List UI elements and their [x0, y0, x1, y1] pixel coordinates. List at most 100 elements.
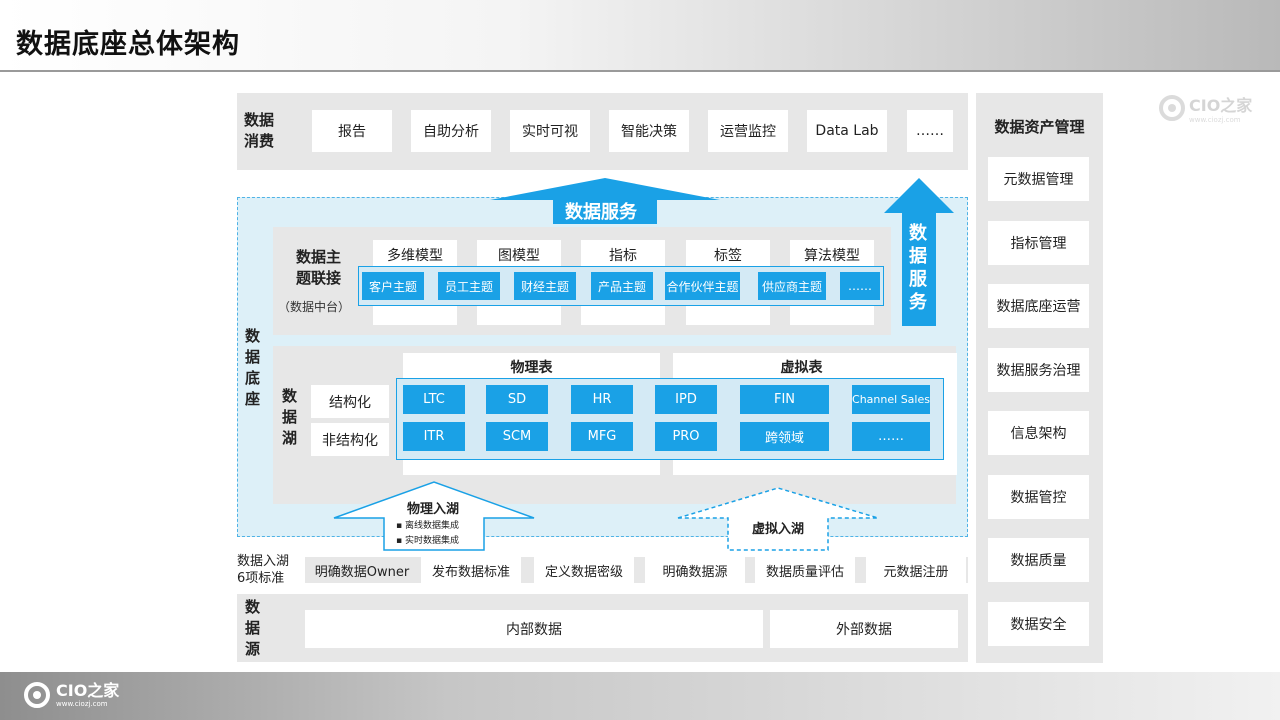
consumption-item: 自助分析	[411, 110, 491, 152]
platform-label-char: 据	[245, 348, 261, 366]
service-char: 服	[909, 269, 927, 290]
topic-label-line1: 数据主	[296, 248, 342, 266]
source-label-char: 源	[245, 640, 261, 658]
cio-logo-icon	[1159, 95, 1185, 121]
lake-domain-chip: IPD	[655, 385, 717, 414]
virtual-table-header: 虚拟表	[780, 360, 823, 376]
standard-item: 发布数据标准	[421, 557, 521, 583]
standard-item: 明确数据源	[645, 557, 745, 583]
consumption-item: 实时可视	[510, 110, 590, 152]
service-char: 务	[909, 292, 927, 313]
unstructured-row-label: 非结构化	[311, 423, 389, 456]
platform-label-char: 数	[245, 327, 261, 345]
lake-label-char: 据	[282, 408, 298, 426]
topic-label: 数据主 题联接	[296, 247, 341, 289]
data-service-arrow-horizontal	[490, 178, 720, 224]
asset-item: 数据服务治理	[988, 348, 1089, 392]
lake-domain-chip: SD	[486, 385, 548, 414]
consumption-item: Data Lab	[807, 110, 887, 152]
lake-domain-chip: FIN	[740, 385, 829, 414]
model-label: 指标	[609, 248, 637, 264]
lake-domain-chip: PRO	[655, 422, 717, 451]
subject-chip: ……	[840, 272, 880, 300]
asset-item: 数据质量	[988, 538, 1089, 582]
lake-domain-chip: Channel Sales	[852, 385, 930, 414]
consumption-item: ……	[907, 110, 953, 152]
standards-label: 数据入湖 6项标准	[237, 553, 289, 587]
platform-label: 数 据 底 座	[245, 326, 260, 410]
consumption-label-line1: 数据	[244, 111, 275, 129]
source-label-char: 据	[245, 619, 261, 637]
watermark-url: www.ciozj.com	[1189, 116, 1241, 124]
asset-item: 数据底座运营	[988, 284, 1089, 328]
asset-item: 数据管控	[988, 475, 1089, 519]
model-label: 图模型	[498, 248, 540, 264]
asset-item: 信息架构	[988, 411, 1089, 455]
standard-item: 数据质量评估	[755, 557, 855, 583]
external-data-box: 外部数据	[770, 610, 958, 648]
model-label: 算法模型	[804, 248, 860, 264]
platform-label-char: 底	[245, 369, 261, 387]
lake-label-char: 湖	[282, 429, 298, 447]
standard-item: 元数据注册	[866, 557, 966, 583]
footer-logo-url: www.ciozj.com	[56, 700, 108, 708]
virtual-ingest-label: 虚拟入湖	[751, 522, 804, 537]
lake-label-char: 数	[282, 387, 298, 405]
subject-chip: 客户主题	[362, 272, 424, 300]
footer-bar	[0, 672, 1280, 720]
consumption-item: 报告	[312, 110, 392, 152]
model-label: 标签	[714, 248, 742, 264]
physical-ingest-label: 物理入湖	[406, 502, 459, 517]
title-bar	[0, 0, 1280, 72]
subject-chip: 产品主题	[591, 272, 653, 300]
consumption-item: 智能决策	[609, 110, 689, 152]
lake-domain-chip: HR	[571, 385, 633, 414]
physical-ingest-item: ▪ 实时数据集成	[396, 536, 459, 546]
subject-chip: 员工主题	[438, 272, 500, 300]
watermark-text: CIO之家	[1189, 96, 1253, 115]
topic-sublabel: （数据中台）	[278, 300, 351, 314]
standard-item: 明确数据Owner	[314, 564, 410, 580]
footer-cio-logo-icon	[24, 682, 50, 708]
asset-item: 指标管理	[988, 221, 1089, 265]
structured-row-label: 结构化	[311, 385, 389, 418]
lake-domain-chip: LTC	[403, 385, 465, 414]
consumption-item: 运营监控	[708, 110, 788, 152]
source-label-char: 数	[245, 598, 261, 616]
standard-item: 定义数据密级	[534, 557, 634, 583]
subject-chip: 财经主题	[514, 272, 576, 300]
data-lake-label: 数 据 湖	[282, 386, 297, 449]
page-title: 数据底座总体架构	[16, 29, 240, 60]
consumption-label: 数据 消费	[244, 110, 274, 152]
standards-bar	[305, 557, 968, 583]
topic-label-line2: 题联接	[296, 269, 342, 287]
data-source-label: 数 据 源	[245, 597, 260, 660]
standards-label-line2: 6项标准	[237, 571, 285, 586]
data-service-arrow-vertical	[884, 178, 954, 326]
data-service-vertical-label: 数 据 服 务	[909, 222, 927, 314]
data-service-arrow-label: 数据服务	[565, 202, 637, 223]
lake-domain-chip: SCM	[486, 422, 548, 451]
physical-ingest-item: ▪ 离线数据集成	[396, 521, 459, 531]
subject-chip: 合作伙伴主题	[665, 272, 740, 300]
virtual-ingest-arrow	[677, 487, 879, 551]
consumption-label-line2: 消费	[244, 132, 275, 150]
asset-management-title: 数据资产管理	[994, 118, 1085, 136]
footer-logo: CIO之家 www.ciozj.com	[22, 680, 119, 710]
internal-data-box: 内部数据	[305, 610, 763, 648]
lake-domain-chip: MFG	[571, 422, 633, 451]
standards-label-line1: 数据入湖	[237, 554, 290, 569]
lake-domain-chip: ……	[852, 422, 930, 451]
physical-ingest-item-text: 实时数据集成	[404, 536, 459, 546]
physical-ingest-arrow	[333, 481, 535, 551]
lake-domain-chip: 跨领域	[740, 422, 829, 451]
physical-table-header: 物理表	[510, 360, 553, 376]
service-char: 据	[909, 246, 927, 267]
asset-item: 数据安全	[988, 602, 1089, 646]
model-label: 多维模型	[387, 248, 443, 264]
lake-domain-chip: ITR	[403, 422, 465, 451]
footer-logo-text: CIO之家	[56, 681, 120, 700]
subject-chip: 供应商主题	[758, 272, 826, 300]
service-char: 数	[909, 223, 927, 244]
watermark-logo: CIO之家 www.ciozj.com	[1158, 92, 1252, 124]
